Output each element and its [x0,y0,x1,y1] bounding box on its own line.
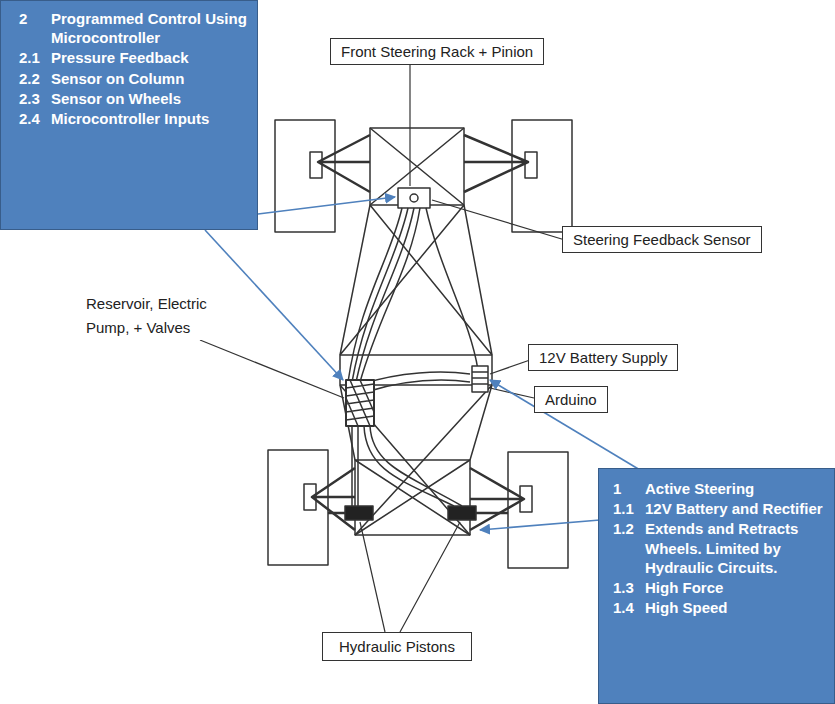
callout-number: 1 [613,479,645,498]
callout-arrow [258,197,395,214]
callout-text: Sensor on Column [51,69,249,88]
callout-text: Programmed Control Using Microcontroller [51,9,249,47]
leader-line [360,522,460,632]
battery [472,366,488,392]
callout-text: Extends and Retracts Wheels. Limited by … [645,519,828,577]
callout-item: 2.2Sensor on Column [19,69,249,88]
callout-number: 2.3 [19,89,51,108]
part-label-box: Front Steering Rack + Pinion [330,38,544,65]
frame [355,460,470,535]
callout-number: 2.4 [19,109,51,128]
callout-text: Active Steering [645,479,828,498]
callout-number: 1.2 [613,519,645,577]
callout-item: 1.112V Battery and Rectifier [613,499,828,518]
part-label-box: Arduino [534,386,608,413]
hub [525,152,537,178]
callout-item: 1.3High Force [613,578,828,597]
callout-item: 1Active Steering [613,479,828,498]
callout-text: Microcontroller Inputs [51,109,249,128]
callout-number: 2.1 [19,48,51,67]
callout-item: 1.4High Speed [613,598,828,617]
callout-number: 2.2 [19,69,51,88]
part-label-box: 12V Battery Supply [528,344,678,371]
callout-number: 1.1 [613,499,645,518]
part-label-box: Steering Feedback Sensor [562,226,762,253]
callout-box: 2Programmed Control Using Microcontrolle… [0,0,258,230]
callout-number: 1.3 [613,578,645,597]
callout-text: High Force [645,578,828,597]
leader-line [432,200,565,240]
callout-number: 1.4 [613,598,645,617]
leader-line [200,340,344,398]
callout-text: Pressure Feedback [51,48,249,67]
part-name: 12V Battery Supply [539,349,667,366]
wheel [268,450,328,565]
leader-line [409,62,410,186]
callout-arrow [490,380,640,470]
callout-number: 2 [19,9,51,47]
callout-item: 1.2Extends and Retracts Wheels. Limited … [613,519,828,577]
part-label-box: Hydraulic Pistons [322,632,472,661]
callout-text: Sensor on Wheels [51,89,249,108]
callout-text: 12V Battery and Rectifier [645,499,828,518]
callout-text: High Speed [645,598,828,617]
wheel [508,452,568,568]
callout-item: 2.1Pressure Feedback [19,48,249,67]
callout-item: 2.4Microcontroller Inputs [19,109,249,128]
hub [310,152,322,178]
callout-box: 1Active Steering1.112V Battery and Recti… [598,468,835,704]
part-name: Hydraulic Pistons [339,638,455,655]
callout-item: 2.3Sensor on Wheels [19,89,249,108]
part-name: Front Steering Rack + Pinion [341,43,533,60]
wheel [275,120,335,232]
part-name: Arduino [545,391,597,408]
leader-line [490,360,530,374]
piston [448,506,476,520]
wheel [512,120,572,232]
sensor [398,188,430,208]
reservoir [346,380,374,426]
callout-arrow [480,520,600,530]
part-name: Steering Feedback Sensor [573,231,751,248]
part-label: Reservoir, Electric Pump, + Valves [86,292,246,340]
callout-item: 2Programmed Control Using Microcontrolle… [19,9,249,47]
piston [345,506,373,520]
